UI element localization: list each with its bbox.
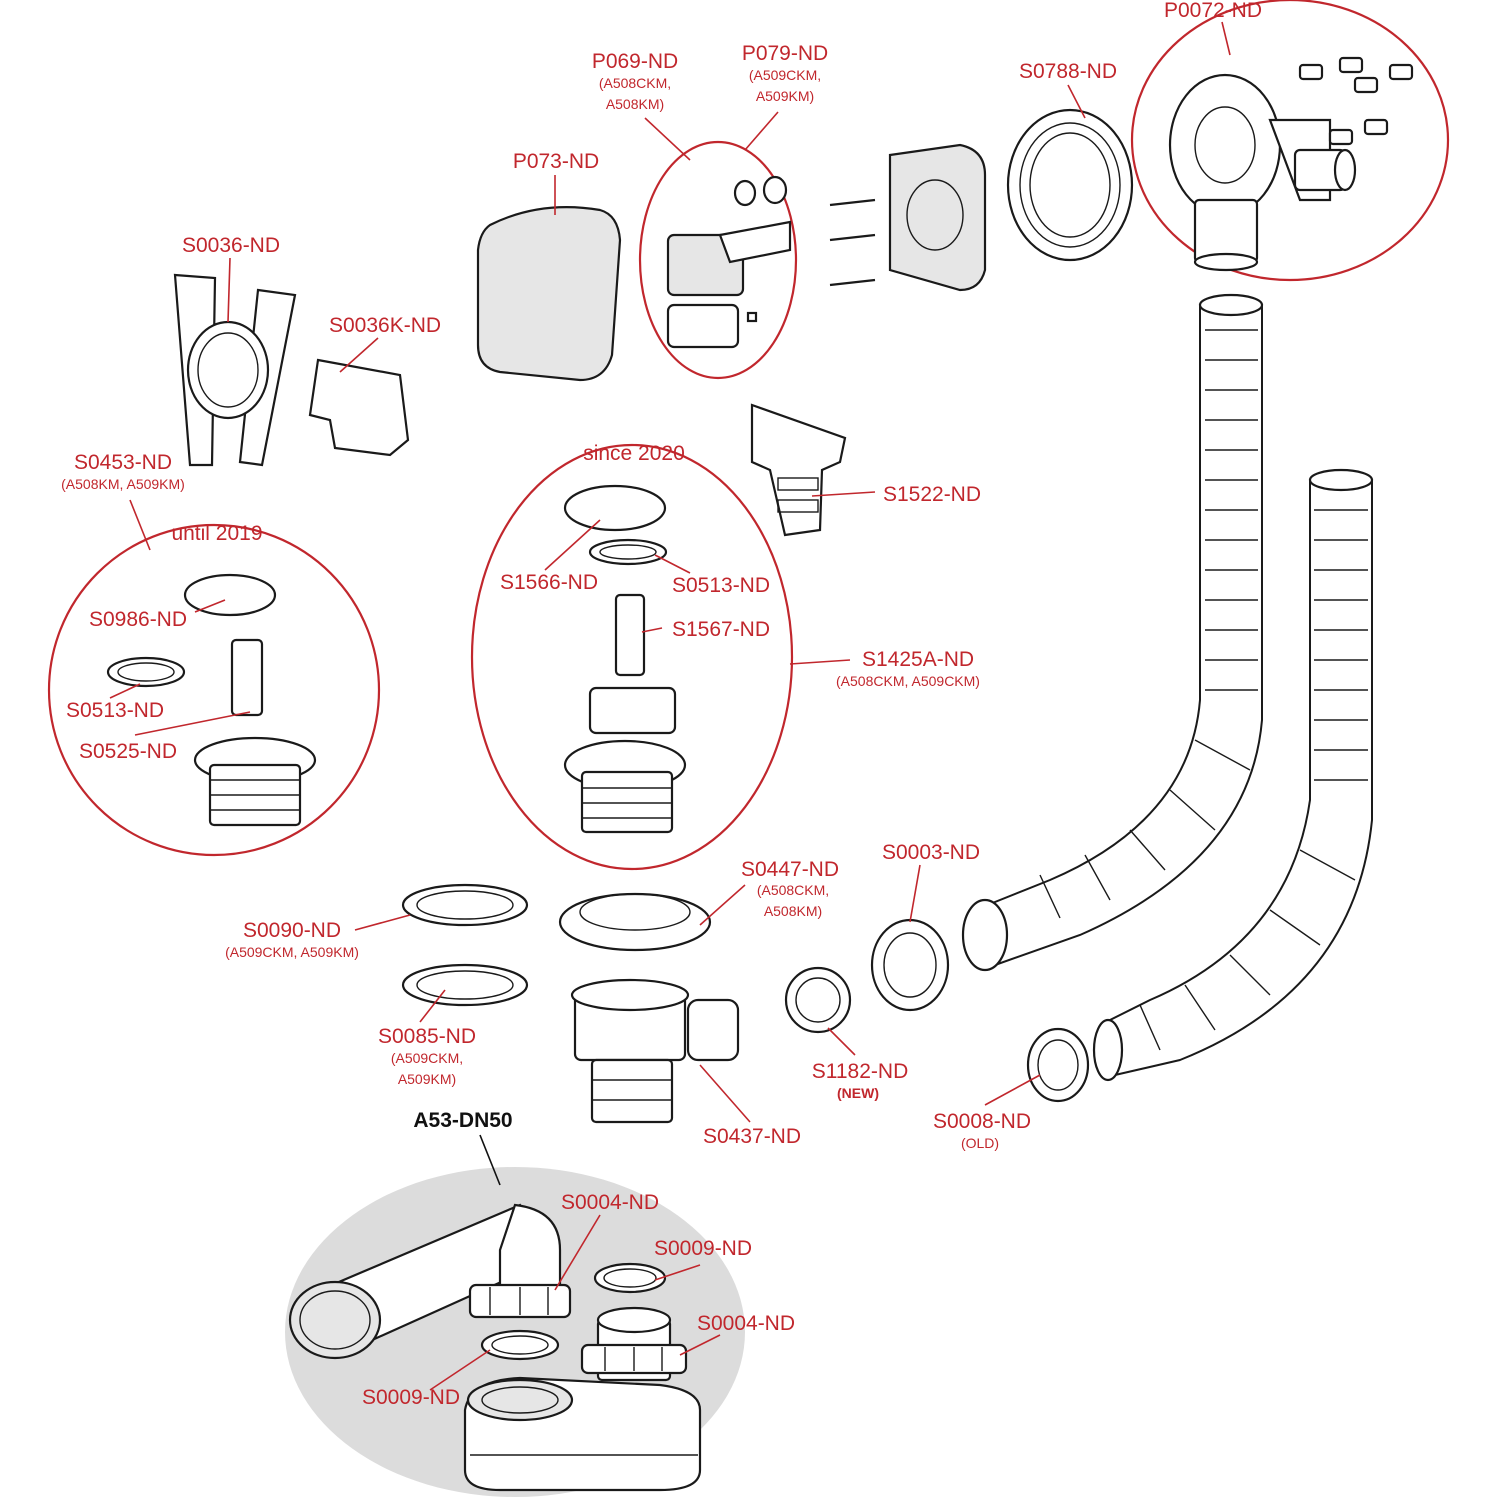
overflow-handle-group bbox=[638, 140, 798, 380]
label-s0036: S0036-ND bbox=[182, 234, 280, 257]
overflow-body bbox=[1168, 56, 1414, 272]
label-s1425a: S1425A-ND bbox=[862, 648, 974, 671]
label-s1566: S1566-ND bbox=[500, 571, 598, 594]
label-s0090-sub: (A509CKM, A509KM) bbox=[225, 944, 359, 960]
old-overflow-hose bbox=[1092, 468, 1374, 1082]
label-s0447-sub1: (A508CKM, bbox=[757, 882, 829, 898]
label-s0090: S0090-ND bbox=[243, 919, 341, 942]
label-s0447: S0447-ND bbox=[741, 858, 839, 881]
label-s0085-sub2: A509KM) bbox=[398, 1071, 456, 1087]
label-s1522: S1522-ND bbox=[883, 483, 981, 506]
label-s0003: S0003-ND bbox=[882, 841, 980, 864]
label-a53: A53-DN50 bbox=[413, 1109, 512, 1132]
label-s0513-left: S0513-ND bbox=[66, 699, 164, 722]
label-since-2020: since 2020 bbox=[583, 442, 685, 465]
label-p079-sub1: (A509CKM, bbox=[749, 67, 821, 83]
label-s0525: S0525-ND bbox=[79, 740, 177, 763]
label-s0085-sub1: (A509CKM, bbox=[391, 1050, 463, 1066]
label-s1182-sub: (NEW) bbox=[837, 1085, 879, 1101]
label-s0437: S0437-ND bbox=[703, 1125, 801, 1148]
label-s0986: S0986-ND bbox=[89, 608, 187, 631]
leader-lines bbox=[109, 21, 1231, 1391]
overflow-cover-p073 bbox=[476, 206, 622, 382]
label-s0788: S0788-ND bbox=[1019, 60, 1117, 83]
label-s0453: S0453-ND bbox=[74, 451, 172, 474]
label-p069-sub1: (A508CKM, bbox=[599, 75, 671, 91]
label-s0004-top: S0004-ND bbox=[561, 1191, 659, 1214]
drain-parts bbox=[401, 883, 1090, 1124]
siphon-assembly bbox=[288, 1203, 702, 1492]
label-p0072: P0072-ND bbox=[1164, 0, 1262, 22]
overflow-gasket-s0788 bbox=[1006, 108, 1134, 262]
gasket-s1522 bbox=[750, 403, 847, 537]
plug-group-until-2019 bbox=[47, 523, 381, 857]
part-labels: P0072-ND S0788-ND P079-ND (A509CKM, A509… bbox=[61, 0, 1262, 1409]
key-tool-s0036k bbox=[308, 358, 410, 457]
plug-group-since-2020 bbox=[470, 443, 794, 871]
overflow-body-group bbox=[1130, 0, 1450, 282]
plug-new bbox=[563, 484, 687, 834]
overflow-plate bbox=[829, 143, 987, 292]
label-until-2019: until 2019 bbox=[171, 522, 262, 545]
label-p079-sub2: A509KM) bbox=[756, 88, 814, 104]
label-s0453-sub: (A508KM, A509KM) bbox=[61, 476, 185, 492]
label-p069: P069-ND bbox=[592, 50, 678, 73]
label-s0513-mid: S0513-ND bbox=[672, 574, 770, 597]
label-s0085: S0085-ND bbox=[378, 1025, 476, 1048]
overflow-hose bbox=[961, 293, 1264, 972]
label-s1425a-sub: (A508CKM, A509CKM) bbox=[836, 673, 980, 689]
key-tool-s0036 bbox=[173, 273, 297, 467]
label-p069-sub2: A508KM) bbox=[606, 96, 664, 112]
label-p073: P073-ND bbox=[513, 150, 599, 173]
label-s0009-bottom: S0009-ND bbox=[362, 1386, 460, 1409]
label-s0036k: S0036K-ND bbox=[329, 314, 441, 337]
label-s1567: S1567-ND bbox=[672, 618, 770, 641]
plug-old bbox=[106, 573, 317, 827]
label-s0008: S0008-ND bbox=[933, 1110, 1031, 1133]
label-s0009-top: S0009-ND bbox=[654, 1237, 752, 1260]
label-s0008-sub: (OLD) bbox=[961, 1135, 999, 1151]
label-p079: P079-ND bbox=[742, 42, 828, 65]
label-s1182: S1182-ND bbox=[812, 1060, 909, 1083]
overflow-handle bbox=[666, 175, 792, 349]
label-s0004-bottom: S0004-ND bbox=[697, 1312, 795, 1335]
label-s0447-sub2: A508KM) bbox=[764, 903, 822, 919]
